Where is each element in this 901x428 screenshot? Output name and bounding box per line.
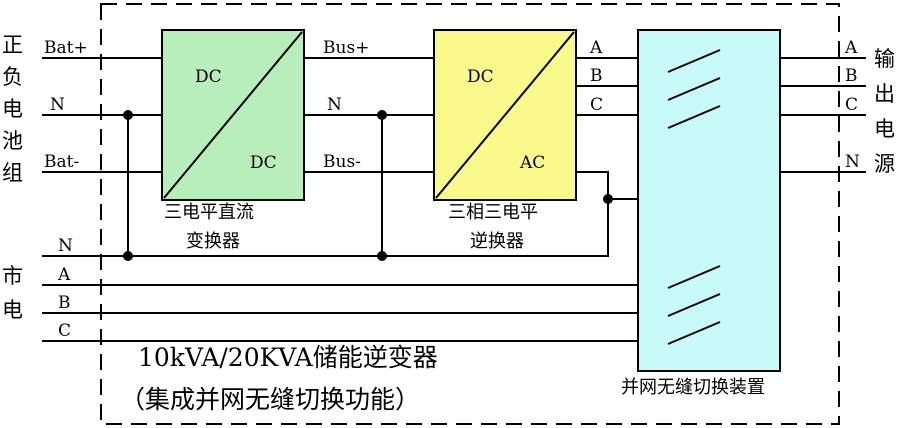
grid-char: 电 bbox=[2, 298, 23, 322]
system-boundary bbox=[100, 3, 840, 425]
output-char: 输 bbox=[874, 47, 895, 71]
bat-pos-label: Bat+ bbox=[44, 38, 88, 58]
switch-contact bbox=[667, 77, 721, 101]
out-a-label: A bbox=[844, 38, 858, 58]
wires bbox=[42, 57, 866, 342]
junction-dot bbox=[377, 110, 387, 120]
battery-char: 负 bbox=[2, 65, 23, 89]
switch-device-box bbox=[637, 29, 781, 372]
switch-contact bbox=[667, 265, 721, 289]
dcdc-caption-line1: 三电平直流 bbox=[164, 202, 254, 223]
grid-n-label: N bbox=[58, 236, 73, 256]
wire-inverter-n bbox=[576, 171, 638, 200]
battery-char: 正 bbox=[2, 33, 23, 57]
grid-a-label: A bbox=[57, 265, 71, 285]
bus-n-label: N bbox=[327, 95, 342, 115]
grid-b-label: B bbox=[58, 293, 71, 313]
out-b-label: B bbox=[845, 66, 858, 86]
phase-b-label: B bbox=[590, 66, 603, 86]
dcdc-out-label: DC bbox=[250, 153, 277, 173]
system-title: 10kVA/20KVA储能逆变器 bbox=[138, 343, 438, 372]
bus-pos-label: Bus+ bbox=[323, 38, 369, 58]
grid-c-label: C bbox=[58, 321, 71, 341]
switch-contacts bbox=[667, 49, 721, 345]
junction-dot bbox=[123, 251, 133, 261]
bus-neg-label: Bus- bbox=[323, 152, 361, 172]
dcdc-caption-line2: 变换器 bbox=[186, 231, 240, 252]
out-c-label: C bbox=[845, 95, 858, 115]
output-label-vertical: 输 出 电 源 bbox=[874, 47, 895, 176]
inverter-caption-line2: 逆换器 bbox=[470, 231, 524, 252]
inverter-out-label: AC bbox=[519, 153, 545, 173]
battery-char: 池 bbox=[2, 129, 23, 153]
phase-c-label: C bbox=[590, 95, 603, 115]
switch-contact bbox=[667, 321, 721, 345]
junction-dot bbox=[123, 110, 133, 120]
switch-device-caption: 并网无缝切换装置 bbox=[621, 377, 765, 398]
junctions bbox=[123, 110, 613, 261]
phase-a-label: A bbox=[589, 38, 603, 58]
dcdc-in-label: DC bbox=[195, 67, 222, 87]
bat-n-label: N bbox=[50, 95, 65, 115]
out-n-label: N bbox=[845, 152, 860, 172]
system-subtitle: （集成并网无缝切换功能） bbox=[120, 385, 420, 414]
output-char: 源 bbox=[874, 152, 895, 176]
bat-neg-label: Bat- bbox=[44, 152, 79, 172]
output-char: 电 bbox=[874, 117, 895, 141]
dcdc-diagonal bbox=[163, 31, 303, 199]
switch-contact bbox=[667, 293, 721, 317]
battery-char: 组 bbox=[2, 161, 23, 185]
switch-contact bbox=[667, 105, 721, 129]
switch-contact bbox=[667, 49, 721, 73]
inverter-in-label: DC bbox=[467, 67, 494, 87]
junction-dot bbox=[377, 251, 387, 261]
inverter-caption-line1: 三相三电平 bbox=[448, 202, 538, 223]
grid-char: 市 bbox=[2, 264, 23, 288]
junction-dot bbox=[603, 194, 613, 204]
wire-grid-n bbox=[42, 199, 609, 257]
output-char: 出 bbox=[874, 82, 895, 106]
inverter-diagonal bbox=[435, 31, 575, 199]
battery-label-vertical: 正 负 电 池 组 bbox=[2, 33, 23, 185]
battery-char: 电 bbox=[2, 97, 23, 121]
